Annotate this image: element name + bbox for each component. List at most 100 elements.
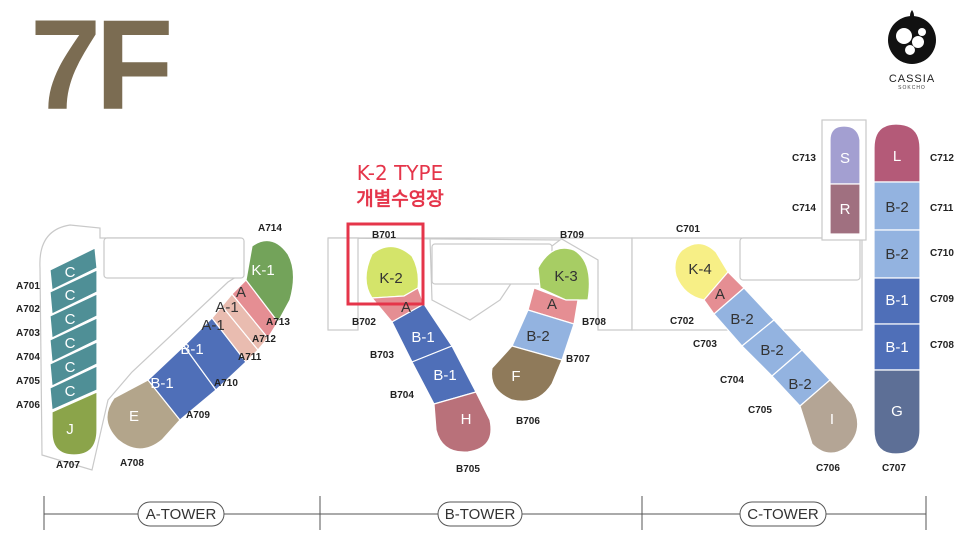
room-codes: A701 A702 A703 A704 A705 A706 A707 A708 … <box>16 153 954 475</box>
tower-label-a: A-TOWER <box>146 506 217 523</box>
unit-c-s[interactable] <box>829 125 861 185</box>
logo-subtitle: SOKCHO <box>898 85 926 91</box>
label-a-b1b: B-1 <box>150 375 173 392</box>
code-a706: A706 <box>16 400 40 411</box>
code-a711: A711 <box>238 352 262 363</box>
unit-b-k2[interactable] <box>365 245 419 299</box>
unit-c-b1a[interactable] <box>873 277 921 325</box>
code-a713: A713 <box>266 317 290 328</box>
label-b-b1a: B-1 <box>411 329 434 346</box>
label-b-a2: A <box>547 296 557 313</box>
code-b704: B704 <box>390 390 414 401</box>
label-c-b2b: B-2 <box>760 342 783 359</box>
code-a705: A705 <box>16 376 40 387</box>
code-a703: A703 <box>16 328 40 339</box>
code-a701: A701 <box>16 281 40 292</box>
code-a714: A714 <box>258 223 282 234</box>
label-a-j: J <box>66 421 74 438</box>
unit-b-f[interactable] <box>490 345 563 402</box>
code-c710: C710 <box>930 248 954 259</box>
floor-title: 7F <box>30 0 173 137</box>
tower-label-c: C-TOWER <box>747 506 819 523</box>
label-c-a: A <box>715 286 725 303</box>
code-a710: A710 <box>214 378 238 389</box>
code-c707: C707 <box>882 463 906 474</box>
unit-a-c1[interactable] <box>49 247 98 291</box>
code-c704: C704 <box>720 375 744 386</box>
label-a-c4: C <box>65 335 76 352</box>
label-c-i: I <box>830 411 834 428</box>
label-c-l: L <box>893 148 901 165</box>
code-c711: C711 <box>930 203 954 214</box>
unit-c-r[interactable] <box>829 183 861 235</box>
label-a-c3: C <box>65 311 76 328</box>
unit-c-l[interactable] <box>873 123 921 183</box>
unit-a-j[interactable] <box>51 391 98 456</box>
corridor-b-inner <box>431 243 553 285</box>
callout-description: 개별수영장 <box>356 188 444 210</box>
label-c-g: G <box>891 403 903 420</box>
code-a702: A702 <box>16 304 40 315</box>
label-c-k4: K-4 <box>688 261 711 278</box>
unit-b-h[interactable] <box>433 391 492 453</box>
label-a-e: E <box>129 408 139 425</box>
label-a-b1a: B-1 <box>180 341 203 358</box>
unit-c-b1b[interactable] <box>873 323 921 371</box>
unit-a-c3[interactable] <box>49 293 98 339</box>
b-tower-right-wing <box>490 247 590 402</box>
corridor-b-left <box>327 237 359 331</box>
label-c-s: S <box>840 150 850 167</box>
code-c714: C714 <box>792 203 816 214</box>
label-c-r: R <box>840 201 851 218</box>
code-c713: C713 <box>792 153 816 164</box>
code-a707: A707 <box>56 460 80 471</box>
code-c712: C712 <box>930 153 954 164</box>
unit-a-c4[interactable] <box>49 317 98 363</box>
code-b709: B709 <box>560 230 584 241</box>
label-a-a1a: A-1 <box>215 299 238 316</box>
k2-highlight-box <box>346 222 425 306</box>
tower-labels: A-TOWER B-TOWER C-TOWER <box>137 501 827 527</box>
label-c-b1b: B-1 <box>885 339 908 356</box>
label-c-b2c: B-2 <box>788 376 811 393</box>
label-c-b2d: B-2 <box>885 199 908 216</box>
unit-c-g[interactable] <box>873 369 921 455</box>
code-c703: C703 <box>693 339 717 350</box>
code-c701: C701 <box>676 224 700 235</box>
code-c706: C706 <box>816 463 840 474</box>
unit-c-k4[interactable] <box>674 242 729 301</box>
label-b-b1b: B-1 <box>433 367 456 384</box>
unit-b-a2[interactable] <box>527 287 579 325</box>
label-b-b2: B-2 <box>526 328 549 345</box>
cassia-emblem-icon <box>888 10 936 64</box>
cassia-logo: CASSIA SOKCHO <box>872 6 952 91</box>
label-c-b2e: B-2 <box>885 246 908 263</box>
label-c-b1a: B-1 <box>885 292 908 309</box>
unit-a-c2[interactable] <box>49 269 98 315</box>
label-b-k2: K-2 <box>379 270 402 287</box>
code-c709: C709 <box>930 294 954 305</box>
code-a704: A704 <box>16 352 40 363</box>
unit-b-k3[interactable] <box>537 247 590 301</box>
unit-c-b2d[interactable] <box>873 181 921 231</box>
corridor-a-top <box>103 237 245 279</box>
label-b-a: A <box>401 299 411 316</box>
label-a-a1b: A-1 <box>201 317 224 334</box>
b-tower-left-wing <box>365 245 492 453</box>
label-a-k1: K-1 <box>251 262 274 279</box>
k2-callout: K-2 TYPE 개별수영장 <box>330 160 470 212</box>
label-a-c6: C <box>65 383 76 400</box>
unit-a-k1[interactable] <box>245 239 295 324</box>
code-b705: B705 <box>456 464 480 475</box>
code-c702: C702 <box>670 316 694 327</box>
code-a709: A709 <box>186 410 210 421</box>
unit-a-c5[interactable] <box>49 341 98 387</box>
code-a712: A712 <box>252 334 276 345</box>
callout-type: K-2 TYPE <box>356 161 444 185</box>
c-tower-column <box>829 123 921 455</box>
unit-c-b2e[interactable] <box>873 229 921 279</box>
unit-a-c6[interactable] <box>49 365 98 411</box>
unit-c-i[interactable] <box>799 379 859 454</box>
label-b-k3: K-3 <box>554 268 577 285</box>
